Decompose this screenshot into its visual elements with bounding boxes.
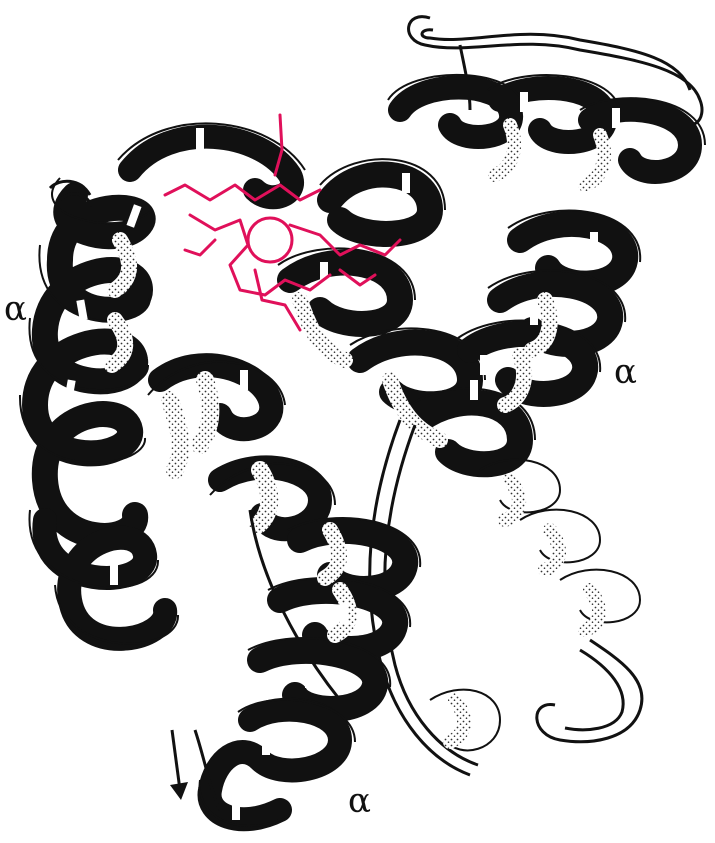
helix-f [480,460,642,742]
arrow-down-icon [170,730,188,800]
helix-g [248,518,420,709]
alpha-label-bottom: α [348,781,371,821]
alpha-label-left: α [4,289,27,329]
helix-d [388,75,705,185]
helix-a [20,178,150,536]
helix-a-lower [29,510,178,644]
alpha-label-right: α [614,352,637,392]
